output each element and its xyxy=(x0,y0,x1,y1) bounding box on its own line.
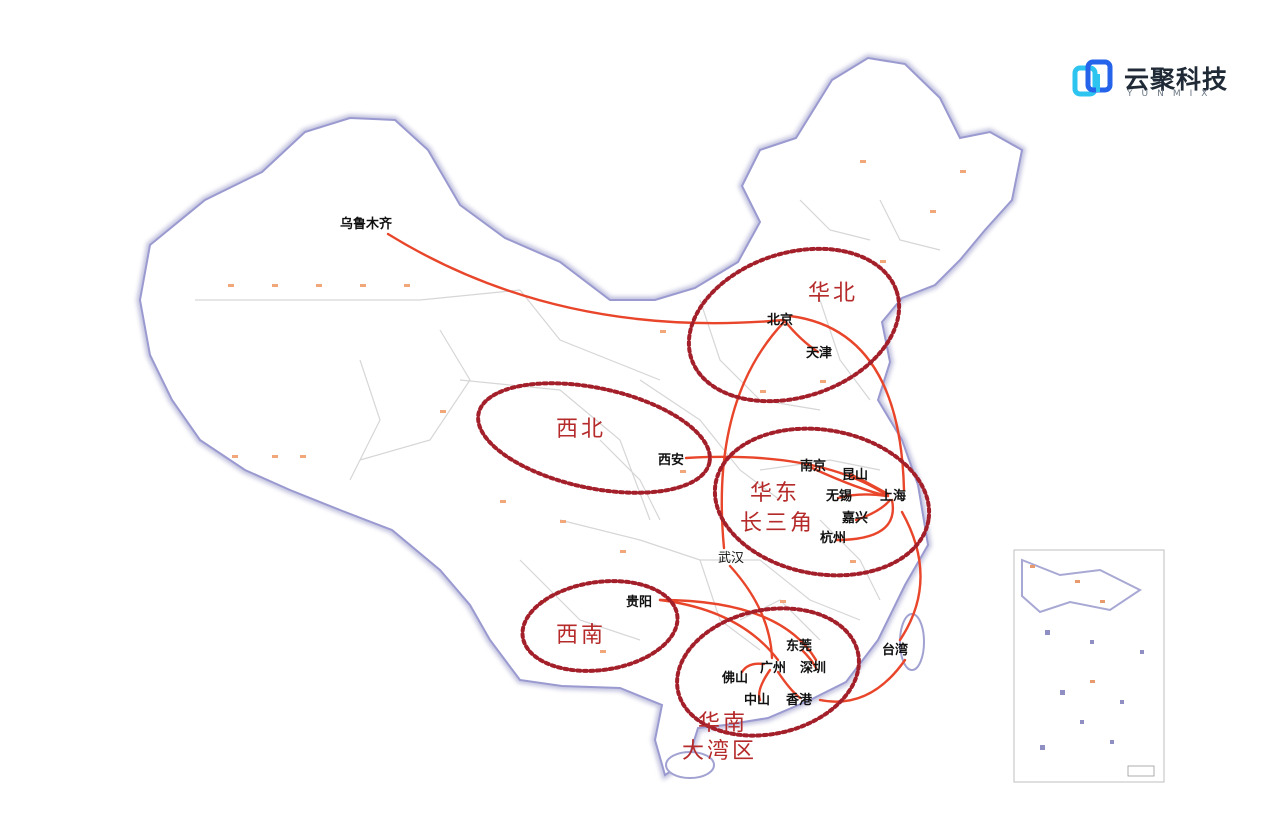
city-shanghai: 上海 xyxy=(880,488,906,504)
region-east-ellipse xyxy=(712,426,932,578)
route-shanghai-taiwan xyxy=(898,510,922,642)
route-hangzhou-shanghai xyxy=(834,498,895,542)
route-guangzhou-foshan xyxy=(740,662,766,674)
city-urumqi: 乌鲁木齐 xyxy=(340,216,393,232)
province-borders xyxy=(195,199,941,651)
city-taiwan: 台湾 xyxy=(882,642,908,658)
city-wuxi: 无锡 xyxy=(825,488,852,504)
route-kunshan-shanghai xyxy=(848,472,890,496)
city-nanjing: 南京 xyxy=(800,458,826,474)
company-logo: 云聚科技 YUNMIX xyxy=(1072,58,1232,104)
route-beijing-tianjin xyxy=(782,318,820,354)
city-jiaxing: 嘉兴 xyxy=(841,510,868,526)
city-hangzhou: 杭州 xyxy=(820,530,846,546)
city-beijing: 北京 xyxy=(767,312,793,328)
logo-name: 云聚科技 xyxy=(1124,65,1229,94)
route-guangzhou-hongkong xyxy=(776,670,802,700)
city-kunshan: 昆山 xyxy=(842,467,868,483)
route-beijing-wuhan xyxy=(720,320,786,550)
route-guiyang-shenzhen xyxy=(658,598,818,662)
city-dongguan: 东莞 xyxy=(786,638,812,654)
region-southwest-label: 西南 xyxy=(556,623,606,648)
route-dongguan-shenzhen xyxy=(800,648,818,670)
region-northwest-ellipse xyxy=(476,381,712,495)
city-xian: 西安 xyxy=(658,452,684,468)
route-beijing-shanghai xyxy=(788,314,906,492)
region-labels: 华北 西北 华东 长三角 西南 华南 大湾区 xyxy=(556,281,858,764)
route-taiwan-hongkong xyxy=(818,658,907,703)
logo-subtitle: YUNMIX xyxy=(1127,89,1217,99)
city-zhongshan: 中山 xyxy=(744,692,770,708)
region-ellipses xyxy=(476,246,932,738)
region-southwest-ellipse xyxy=(520,579,680,673)
region-south-label-2: 大湾区 xyxy=(682,739,757,764)
region-north-label: 华北 xyxy=(808,281,858,306)
route-urumqi-beijing xyxy=(386,232,786,325)
city-labels: 乌鲁木齐 北京 天津 西安 南京 昆山 无锡 上海 嘉兴 杭州 武汉 贵阳 东莞… xyxy=(340,216,908,708)
route-guangzhou-zhongshan xyxy=(757,668,772,702)
city-tianjin: 天津 xyxy=(806,345,832,361)
city-hongkong: 香港 xyxy=(785,692,813,708)
city-foshan: 佛山 xyxy=(721,670,748,686)
region-south-ellipse xyxy=(675,606,861,738)
region-south-label-1: 华南 xyxy=(698,711,748,736)
hainan-island xyxy=(665,751,715,779)
route-jiaxing-shanghai xyxy=(854,498,892,522)
city-guangzhou: 广州 xyxy=(760,660,786,676)
region-northwest-label: 西北 xyxy=(556,417,606,442)
city-wuhan: 武汉 xyxy=(718,551,744,566)
city-shenzhen: 深圳 xyxy=(800,660,826,676)
logo-mark-icon xyxy=(1072,59,1113,97)
city-guiyang: 贵阳 xyxy=(626,594,652,610)
routes xyxy=(386,232,922,703)
region-east-label-1: 华东 xyxy=(750,481,800,506)
route-wuxi-shanghai xyxy=(836,493,888,500)
inset-map xyxy=(1013,549,1165,783)
region-north-ellipse xyxy=(686,246,902,404)
region-east-label-2: 长三角 xyxy=(740,511,815,536)
